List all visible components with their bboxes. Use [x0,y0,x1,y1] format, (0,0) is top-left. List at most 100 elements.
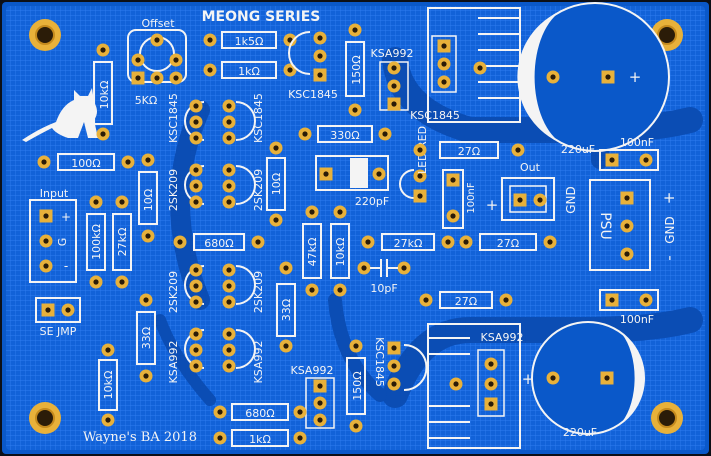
label-220u-bottom: 220uF [563,426,597,439]
label-10p: 10pF [370,282,397,295]
transistor-ksc1845-heatsink [431,35,487,93]
resistor-150-bottom [346,339,366,433]
label-27-bottom: 27Ω [455,295,477,308]
heatsink-bottom [427,323,521,449]
label-220u-top: 220uF [561,143,595,156]
label-150-bottom: 150Ω [351,371,364,400]
offset-trimmer [127,29,187,85]
label-ksa992-bottom: KSA992 [291,364,334,377]
label-33-b: 33Ω [280,299,293,321]
label-ksc1845-left-b: KSC1845 [252,93,265,143]
transistor-ksa992-a [184,327,205,373]
resistor-680-bottom [213,403,307,421]
label-100k: 100kΩ [90,224,103,260]
label-2sk209-d: 2SK209 [252,271,265,313]
resistor-1k-top [203,61,297,79]
label-100n-top: 100nF [620,136,654,149]
mount-hole-top-left [28,18,62,52]
label-1k5: 1k5Ω [235,35,264,48]
label-27k-mid: 27kΩ [394,237,423,250]
se-jumper [35,297,81,323]
label-out-cap-pos: + [486,196,499,214]
label-100n-mid: 100nF [466,182,477,213]
label-33-a: 33Ω [140,327,153,349]
resistor-330 [298,125,392,143]
board-title: MEONG SERIES [202,9,321,25]
label-10-b: 10Ω [270,173,283,195]
resistor-33-a [136,293,156,383]
label-2sk209-c: 2SK209 [167,271,180,313]
label-10k-mid: 10kΩ [334,238,347,267]
label-psu-pos: + [660,192,678,205]
label-10-a: 10Ω [142,189,155,211]
output-connector [501,177,555,221]
resistor-47k [302,205,322,297]
label-cap-top-pos: + [629,68,642,86]
label-2sk209-a: 2SK209 [167,169,180,211]
offset-label: Offset [141,17,175,30]
cat-logo-icon [22,88,98,142]
resistor-680-top [173,233,265,251]
label-100: 100Ω [71,157,100,170]
led-red [399,169,427,203]
resistor-10k-bottom [98,343,118,427]
capacitor-100n-mid [442,169,464,229]
label-ksa992-heatsink: KSA992 [481,331,524,344]
label-330: 330Ω [330,129,359,142]
transistor-ksc1845-left-b [222,99,256,145]
resistor-33-b [276,261,296,353]
label-47k: 47kΩ [306,238,319,267]
label-ksc1845-bottom: KSC1845 [373,337,386,387]
transistor-ksc1845-top [288,31,327,82]
capacitor-220p [315,155,389,191]
label-input-pos: + [61,210,71,224]
transistor-ksa992-heatsink [449,349,505,417]
label-1k-bottom: 1kΩ [249,433,271,446]
transistor-ksa992-b [222,327,256,373]
resistor-10k-mid [330,205,350,297]
label-ksa992-b: KSA992 [252,341,265,384]
capacitor-100n-bottom [599,289,659,311]
capacitor-100n-top [599,149,659,171]
resistor-1k-bottom [213,429,307,447]
resistor-27-bottom [419,291,513,309]
resistor-10-b [266,141,286,227]
jfet-2sk209-d [222,263,256,309]
label-se-jmp: SE JMP [40,325,77,338]
label-ksa992-a: KSA992 [167,341,180,384]
resistor-27k-mid [361,233,455,251]
jfet-2sk209-c [184,263,205,309]
label-680-bottom: 680Ω [245,407,274,420]
label-680-top: 680Ω [204,237,233,250]
label-input-neg: - [64,259,68,273]
label-27k-left: 27kΩ [116,228,129,257]
resistor-27-top [413,141,525,159]
capacitor-220u-top [517,2,670,152]
resistor-100 [37,153,135,171]
resistor-1k5 [203,31,297,49]
label-psu-neg: - [660,255,678,260]
label-150-top: 150Ω [350,55,363,84]
label-2sk209-b: 2SK209 [252,169,265,211]
mount-hole-bottom-left [28,401,62,435]
board-credit: Wayne's BA 2018 [83,430,197,445]
resistor-27-mid [459,233,557,251]
label-cap-bottom-pos: + [522,370,535,388]
label-input-gnd: G [56,238,69,247]
label-220p: 220pF [355,195,389,208]
resistor-10-a [138,153,158,243]
transistor-ksa992-bottom [305,377,335,429]
label-ksc1845-left-a: KSC1845 [167,93,180,143]
input-connector [29,199,77,283]
label-ksc1845-heatsink: KSC1845 [410,109,460,122]
resistor-100k [86,195,106,289]
label-10k-bottom: 10kΩ [102,371,115,400]
capacitor-10p [357,259,411,277]
label-gnd-out: GND [564,186,578,214]
transistor-ksc1845-bottom [387,341,428,391]
transistor-ksa992-top [379,61,409,111]
label-1k-top: 1kΩ [238,65,260,78]
capacitor-220u-bottom [531,321,645,435]
label-psu-gnd: GND [663,216,677,244]
